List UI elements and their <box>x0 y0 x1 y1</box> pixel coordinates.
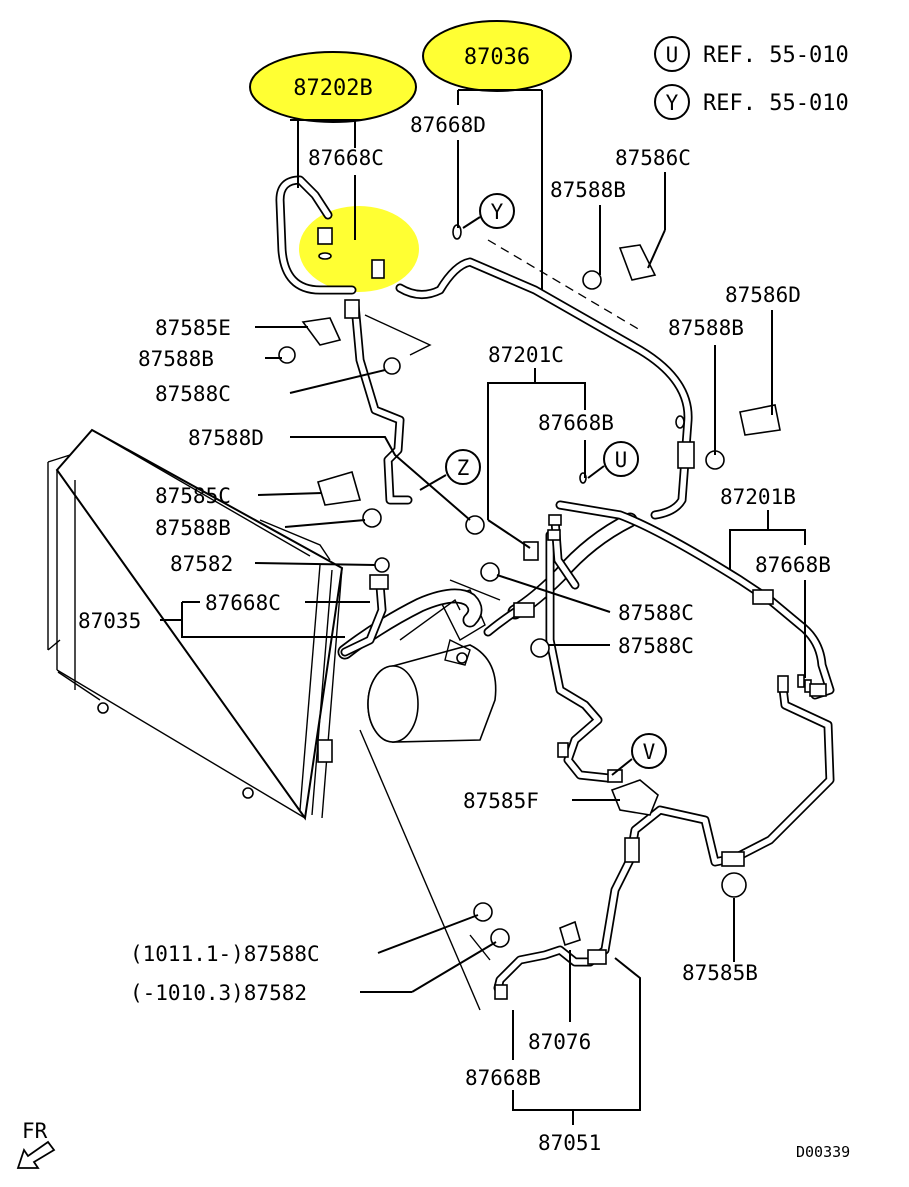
leader-lines <box>160 89 806 1125</box>
label-87588B-top[interactable]: 87588B <box>550 178 626 202</box>
label-87588B-right[interactable]: 87588B <box>668 316 744 340</box>
label-87588C-bottom[interactable]: (1011.1-)87588C <box>130 942 320 966</box>
condenser <box>47 428 344 821</box>
label-87586D[interactable]: 87586D <box>725 283 801 307</box>
ref-y-letter: Y <box>666 91 679 115</box>
label-87076[interactable]: 87076 <box>528 1030 591 1054</box>
label-87202B[interactable]: 87202B <box>293 76 372 101</box>
diagram-id: D00339 <box>796 1143 850 1161</box>
label-87585C[interactable]: 87585C <box>155 484 231 508</box>
label-87668B-right[interactable]: 87668B <box>755 553 831 577</box>
part-labels: 87202B 87036 87668D 87668C 87586C 87588B… <box>78 45 831 1155</box>
highlight-87202B[interactable] <box>249 51 417 123</box>
dashed-lines <box>259 239 641 1011</box>
label-87585B[interactable]: 87585B <box>682 961 758 985</box>
label-87582-left[interactable]: 87582 <box>170 552 233 576</box>
label-87588C-mid2[interactable]: 87588C <box>618 634 694 658</box>
label-87588D[interactable]: 87588D <box>188 426 264 450</box>
label-87588B-left2[interactable]: 87588B <box>155 516 231 540</box>
label-87201C[interactable]: 87201C <box>488 343 564 367</box>
label-87668B-mid[interactable]: 87668B <box>538 411 614 435</box>
label-87668C-top[interactable]: 87668C <box>308 146 384 170</box>
ref-y-text: REF. 55-010 <box>703 91 849 116</box>
fittings <box>278 224 827 1000</box>
label-87668D[interactable]: 87668D <box>410 113 486 137</box>
marker-z: Z <box>457 456 470 480</box>
direction-label: FR <box>22 1119 48 1143</box>
circle-markers: Y Z U V <box>419 193 667 776</box>
label-87586C[interactable]: 87586C <box>615 146 691 170</box>
highlight-connection-area <box>299 206 419 292</box>
label-87588C-mid1[interactable]: 87588C <box>618 601 694 625</box>
label-87668C-left[interactable]: 87668C <box>205 591 281 615</box>
front-direction-indicator: FR <box>16 1119 56 1169</box>
marker-y: Y <box>491 200 504 224</box>
compressor <box>367 589 497 743</box>
label-87201B[interactable]: 87201B <box>720 485 796 509</box>
ref-u-text: REF. 55-010 <box>703 43 849 68</box>
label-87585E[interactable]: 87585E <box>155 316 231 340</box>
label-87588B-left1[interactable]: 87588B <box>138 347 214 371</box>
references: U REF. 55-010 Y REF. 55-010 <box>654 36 849 120</box>
direction-arrow-icon <box>16 1140 56 1169</box>
label-87036[interactable]: 87036 <box>464 45 530 70</box>
marker-u: U <box>615 448 628 472</box>
label-87582-bottom[interactable]: (-1010.3)87582 <box>130 981 307 1005</box>
label-87585F[interactable]: 87585F <box>463 789 539 813</box>
marker-v: V <box>643 740 656 764</box>
label-87035[interactable]: 87035 <box>78 609 141 633</box>
label-87051[interactable]: 87051 <box>538 1131 601 1155</box>
label-87588C-left1[interactable]: 87588C <box>155 382 231 406</box>
label-87668B-bottom[interactable]: 87668B <box>465 1066 541 1090</box>
ref-u-letter: U <box>666 43 679 67</box>
